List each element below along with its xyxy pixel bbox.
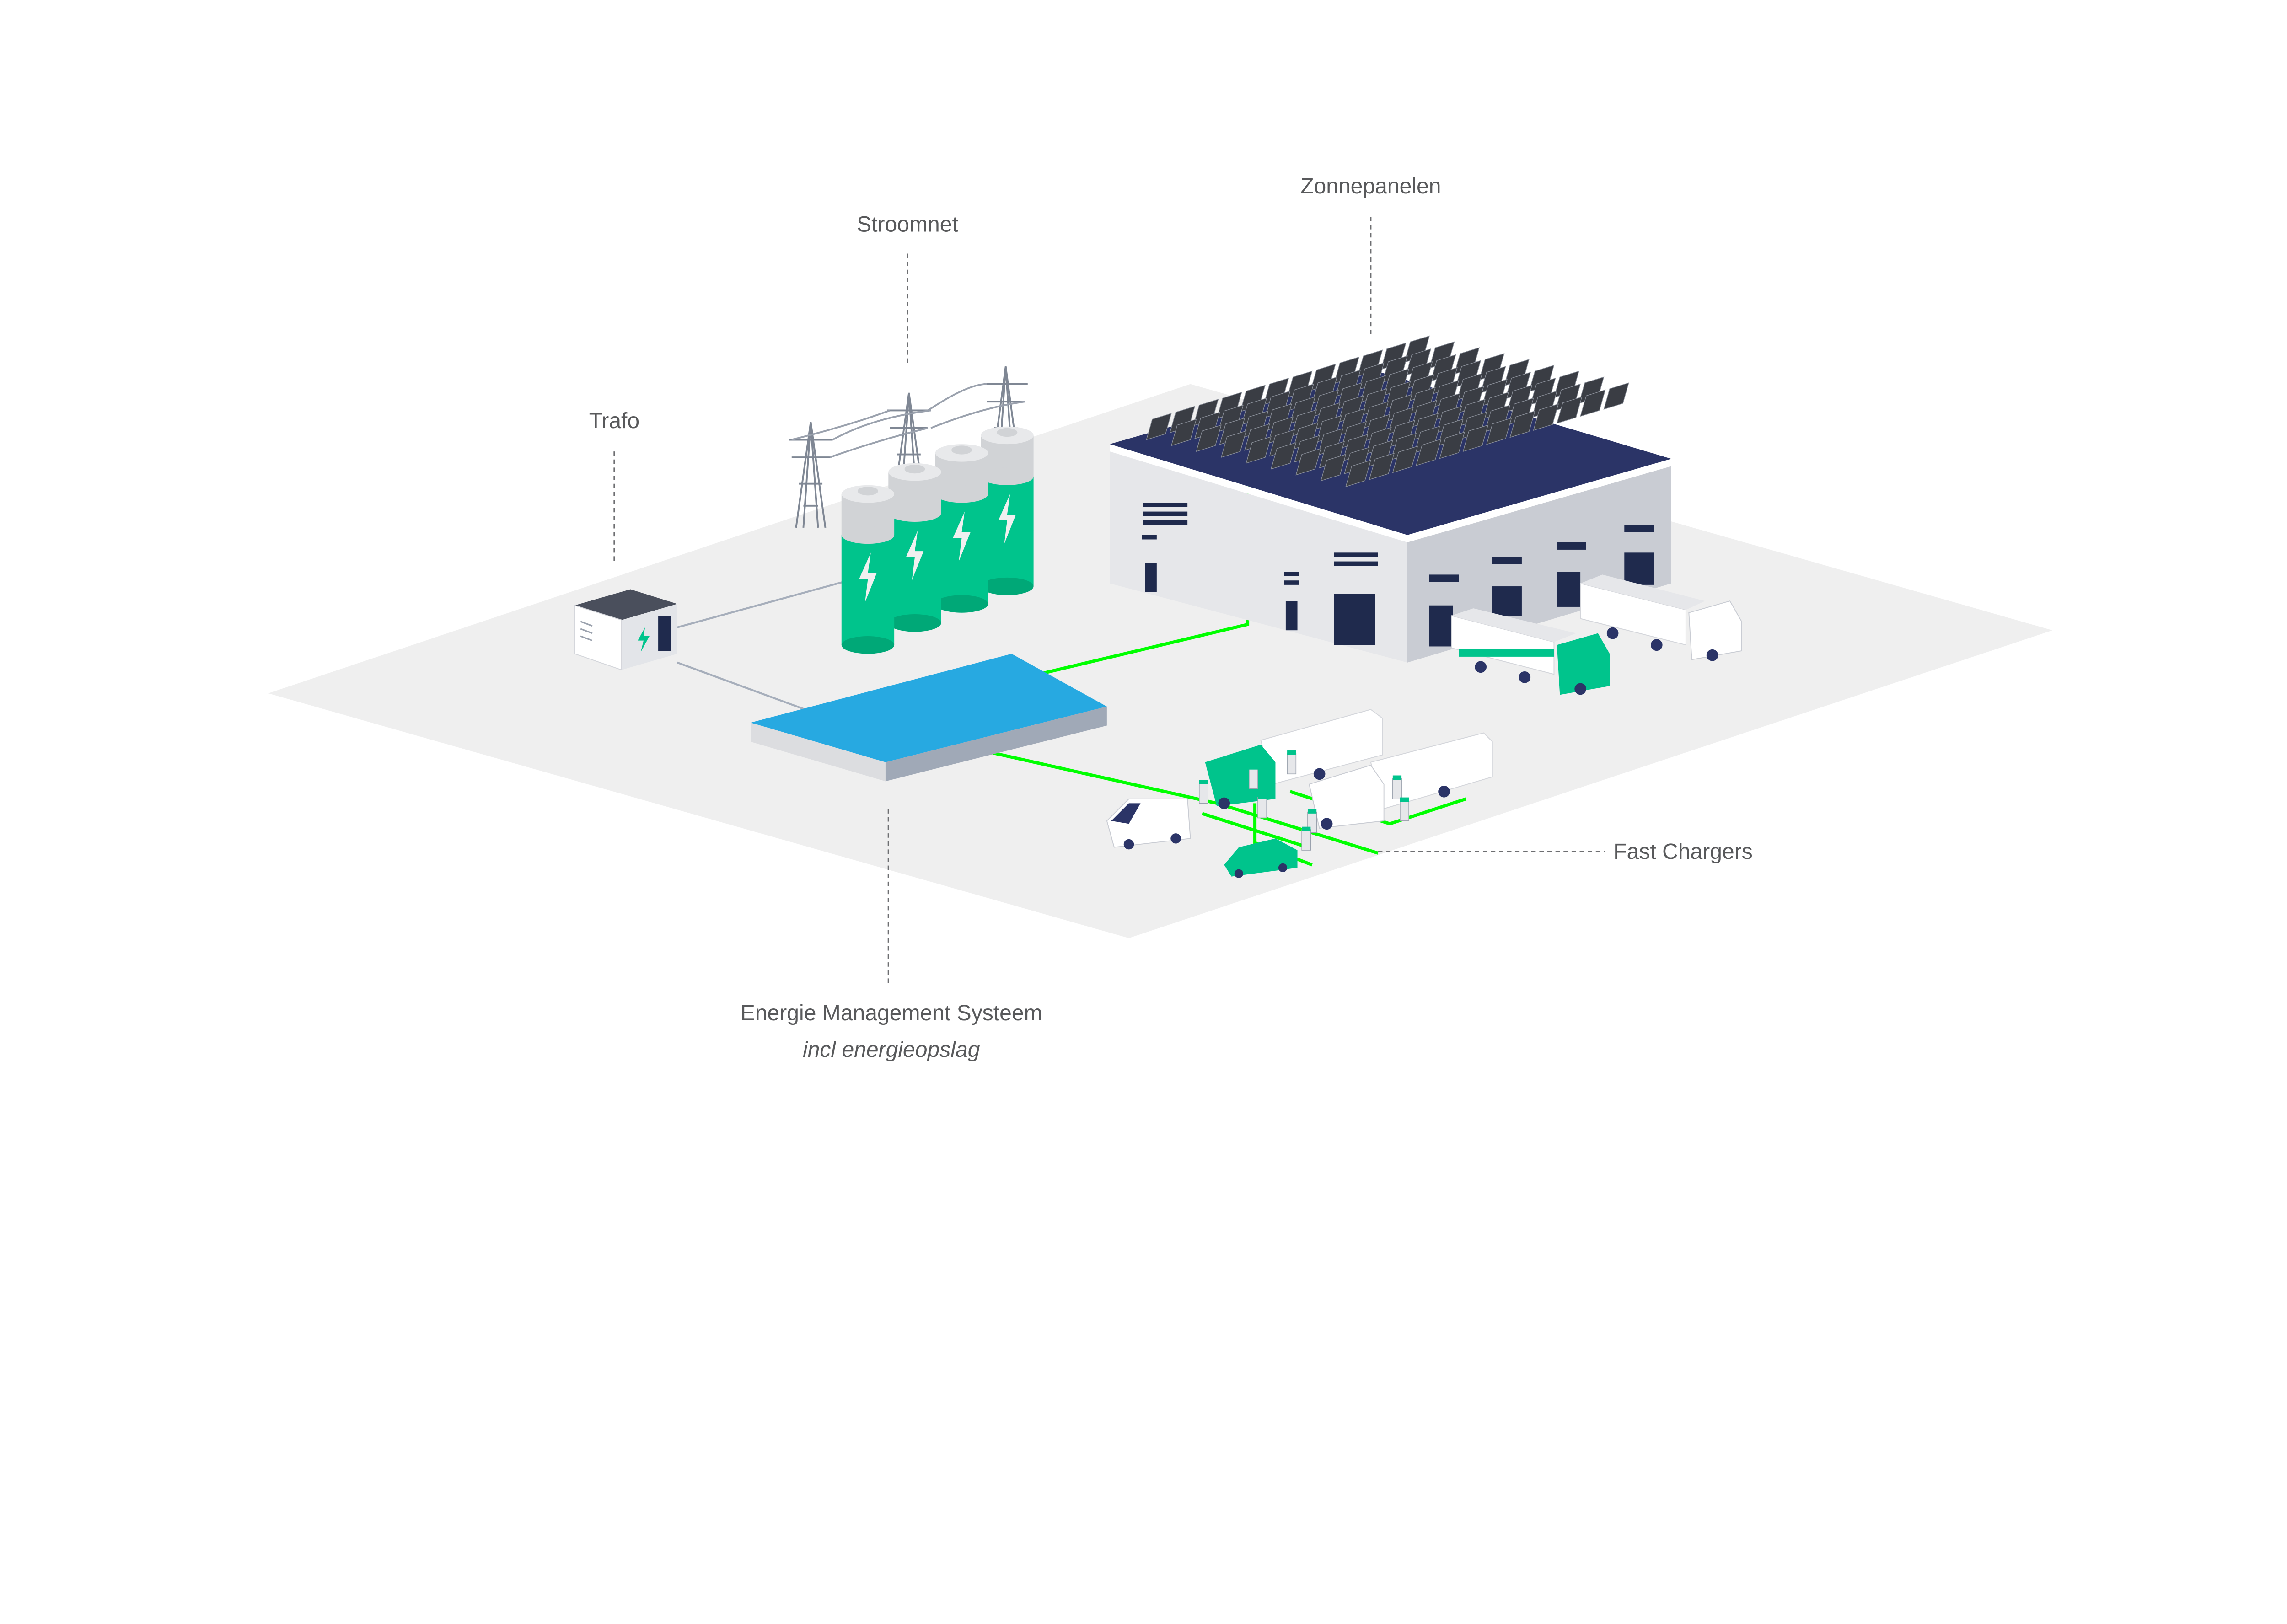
solar-panel [1320,454,1347,482]
solar-panel [1170,418,1197,446]
charger-icon [1198,780,1208,804]
solar-panel [1486,418,1512,445]
label-stroomnet: Stroomnet [857,212,958,236]
charger-group [1198,750,1409,851]
solar-panel [1369,453,1395,480]
pylon-icon [983,366,1028,477]
label-ems-title: Energie Management Systeem [741,1001,1042,1025]
label-trafo: Trafo [589,408,639,433]
van-icon [1106,798,1191,850]
truck-icon [1451,608,1610,695]
car-icon [1224,838,1298,878]
solar-panel [1246,436,1272,464]
charger-icon [1301,826,1311,851]
solar-panel [1533,403,1559,431]
solar-panel [1345,460,1371,488]
label-fast-chargers: Fast Chargers [1613,839,1752,864]
solar-panel [1509,410,1535,438]
pylon-icon [789,422,833,528]
battery-group [841,426,1034,654]
solar-panel [1392,445,1418,473]
solar-panel [1146,413,1172,440]
battery-storage [751,426,1107,782]
pylon-icon [887,392,931,499]
battery-icon [841,485,895,654]
lightning-icon [953,511,971,562]
solar-panel [1439,431,1465,459]
solar-panel [1220,430,1247,458]
lightning-icon [906,531,924,581]
label-zonnepanelen: Zonnepanelen [1300,174,1441,198]
power-lines [791,383,1025,458]
truck-icon [1580,574,1742,661]
docked-trucks [1451,574,1742,695]
solar-panel [1603,382,1629,410]
power-pylons [789,366,1028,528]
solar-panel [1556,396,1583,424]
battery-icon [935,444,988,613]
battery-icon [981,426,1034,595]
charging-area [1106,709,1493,878]
solar-panel [1270,442,1297,470]
lightning-icon [638,627,650,653]
solar-panel [1580,389,1606,417]
charger-icon [1392,775,1402,799]
charger-icon [1257,794,1267,819]
lightning-icon [998,494,1016,544]
charger-icon [1400,797,1409,821]
solar-panel [1196,424,1222,452]
trafo-box [574,589,677,671]
solar-panel-array [1146,335,1629,488]
solar-panel [1295,448,1321,476]
solar-panel [1462,424,1489,452]
label-ems-subtitle: incl energieopslag [803,1037,980,1062]
lightning-icon [859,552,877,603]
charger-icon [1248,765,1258,789]
battery-icon [888,463,941,632]
energy-site-diagram: Trafo Stroomnet Zonnepanelen Energie Man… [268,174,2053,1062]
charger-icon [1287,750,1297,775]
solar-panel [1416,439,1442,466]
